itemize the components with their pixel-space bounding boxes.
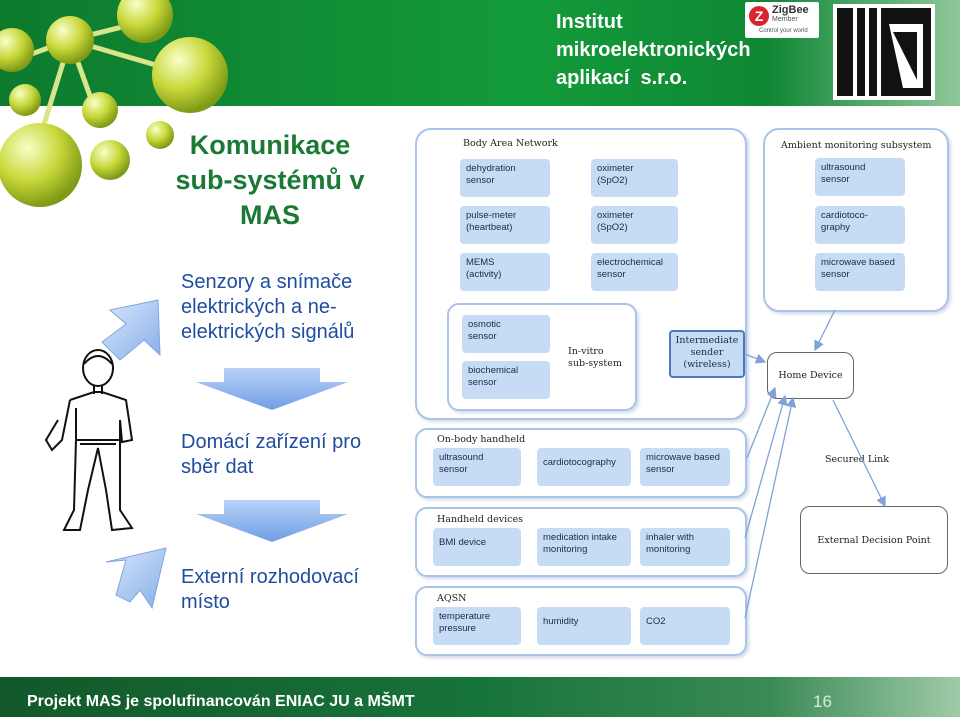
handheld-node: BMI device — [433, 528, 521, 566]
invitro-node: biochemical sensor — [462, 361, 550, 399]
ambient-node: cardiotoco- graphy — [815, 206, 905, 244]
molecule-graphic — [0, 0, 228, 207]
down-arrow-1-icon — [196, 368, 348, 410]
group-title: Handheld devices — [437, 514, 523, 525]
invitro-node: osmotic sensor — [462, 315, 550, 353]
footer-bar — [0, 677, 960, 717]
ambient-node: microwave based sensor — [815, 253, 905, 291]
ban-node: oximeter (SpO2) — [591, 159, 678, 197]
ban-node: electrochemical sensor — [591, 253, 678, 291]
group-title: On-body handheld — [437, 434, 526, 445]
aqsn-node: temperature pressure — [433, 607, 521, 645]
slide-title: Komunikace sub-systémů v MAS — [175, 130, 365, 230]
ban-node: dehydration sensor — [460, 159, 550, 197]
onbody-node: ultrasound sensor — [433, 448, 521, 486]
onbody-node: microwave based sensor — [640, 448, 730, 486]
arrow-to-sensors-icon — [101, 299, 161, 361]
handheld-node: inhaler with monitoring — [640, 528, 730, 566]
home-devices-caption: Domácí zařízení pro sběr dat — [181, 431, 362, 478]
page-number: 16 — [813, 692, 832, 711]
zigbee-name: ZigBee — [772, 4, 809, 16]
handheld-node: medication intake monitoring — [537, 528, 631, 566]
intermediate-sender: Intermediate sender (wireless) — [669, 330, 745, 378]
zigbee-icon: Z — [749, 6, 769, 26]
home-device: Home Device — [767, 352, 854, 399]
arrow-to-person-icon — [105, 547, 167, 610]
diagram-arrows — [744, 309, 886, 619]
zigbee-member: Member — [772, 16, 798, 23]
person-and-arrows — [44, 299, 167, 610]
zigbee-tagline: Control your world — [759, 28, 808, 34]
sensors-caption: Senzory a snímače elektrických a ne-elek… — [181, 271, 355, 343]
aqsn-node: humidity — [537, 607, 631, 645]
ban-node: MEMS (activity) — [460, 253, 550, 291]
aqsn-node: CO2 — [640, 607, 730, 645]
secured-link-label: Secured Link — [825, 454, 890, 465]
invitro-title: In-vitro sub-system — [568, 346, 622, 369]
ban-node: pulse-meter (heartbeat) — [460, 206, 550, 244]
group-title: AQSN — [437, 593, 467, 604]
person-icon — [44, 349, 134, 532]
ambient-node: ultrasound sensor — [815, 158, 905, 196]
group-title: Ambient monitoring subsystem — [781, 140, 932, 151]
external-decision-point: External Decision Point — [800, 506, 948, 574]
external-decision-caption: Externí rozhodovací místo — [181, 566, 359, 613]
footer-text: Projekt MAS je spolufinancován ENIAC JU … — [27, 693, 415, 710]
zigbee-member-logo: Z ZigBee Member Control your world — [745, 2, 819, 38]
imа-logo-icon — [833, 4, 935, 100]
institute-name: Institut mikroelektronických aplikací s.… — [556, 11, 751, 89]
ban-node: oximeter (SpO2) — [591, 206, 678, 244]
down-arrow-2-icon — [196, 500, 348, 542]
group-title: Body Area Network — [463, 138, 558, 149]
onbody-node: cardiotocography — [537, 448, 631, 486]
